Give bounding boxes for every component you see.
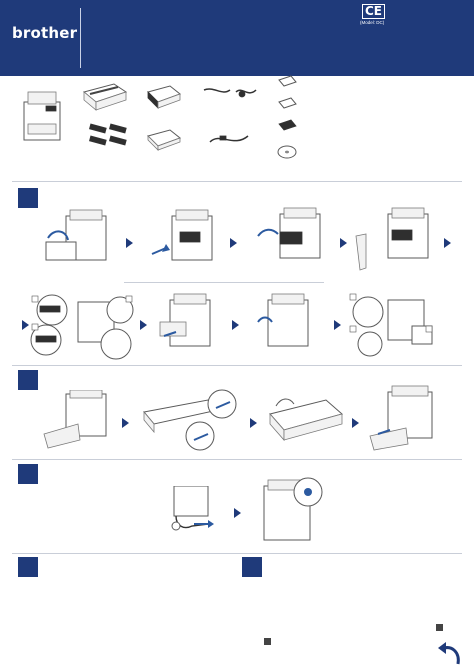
connect-power-cord-illustration — [171, 486, 214, 531]
section-divider — [12, 553, 462, 554]
arrow-right-icon — [444, 238, 451, 248]
printer-insert-drum-illustration — [159, 293, 211, 347]
header-divider — [80, 8, 81, 68]
printer-pull-drum-illustration — [257, 207, 321, 259]
tray-guides-illustration — [143, 389, 237, 451]
arrow-right-icon — [140, 320, 147, 330]
step-badge-4 — [18, 557, 38, 577]
arrow-right-icon — [352, 418, 359, 428]
row-divider — [124, 282, 324, 283]
printer-toner-detail-illustration — [30, 294, 134, 360]
printer-close-detail-illustration — [349, 293, 433, 357]
toner-cartridges-illustration — [89, 123, 127, 146]
ce-model-note: (Model: DC) — [360, 20, 385, 25]
step-badge-3 — [18, 464, 38, 484]
printer-illustration — [23, 91, 61, 141]
power-cord-illustration — [203, 88, 257, 98]
printer-close-cover-illustration — [257, 293, 309, 347]
step-badge-2 — [18, 370, 38, 390]
belt-unit-illustration — [147, 85, 182, 109]
step-badge-5 — [242, 557, 262, 577]
square-note-icon — [436, 624, 443, 631]
printer-power-on-illustration — [263, 477, 323, 541]
header-bar: brother CE (Model: DC) — [0, 0, 474, 76]
ce-mark: CE — [362, 4, 386, 19]
printer-insert-tray-illustration — [369, 385, 433, 451]
curved-back-arrow-icon[interactable] — [436, 640, 466, 668]
interface-cable-illustration — [209, 135, 249, 143]
arrow-right-icon — [250, 418, 257, 428]
arrow-right-icon — [126, 238, 133, 248]
section-divider — [12, 181, 462, 182]
tray-load-paper-illustration — [269, 398, 344, 442]
section-divider — [12, 365, 462, 366]
arrow-right-icon — [334, 320, 341, 330]
arrow-right-icon — [230, 238, 237, 248]
arrow-right-icon — [340, 238, 347, 248]
step-badge-1 — [18, 188, 38, 208]
arrow-right-icon — [234, 508, 241, 518]
printer-remove-tray-illustration — [151, 209, 213, 261]
section-divider — [12, 459, 462, 460]
arrow-right-icon — [122, 418, 129, 428]
arrow-right-icon — [22, 320, 29, 330]
arrow-right-icon — [232, 320, 239, 330]
printer-pull-tray-illustration — [43, 390, 107, 449]
waste-toner-box-illustration — [147, 129, 182, 151]
printer-remove-film-illustration — [355, 207, 429, 271]
documents-illustration — [277, 75, 297, 159]
square-note-icon — [264, 638, 271, 645]
printer-open-front-illustration — [45, 209, 107, 261]
brand-logo: brother — [12, 24, 78, 42]
drum-unit-illustration — [82, 83, 128, 111]
